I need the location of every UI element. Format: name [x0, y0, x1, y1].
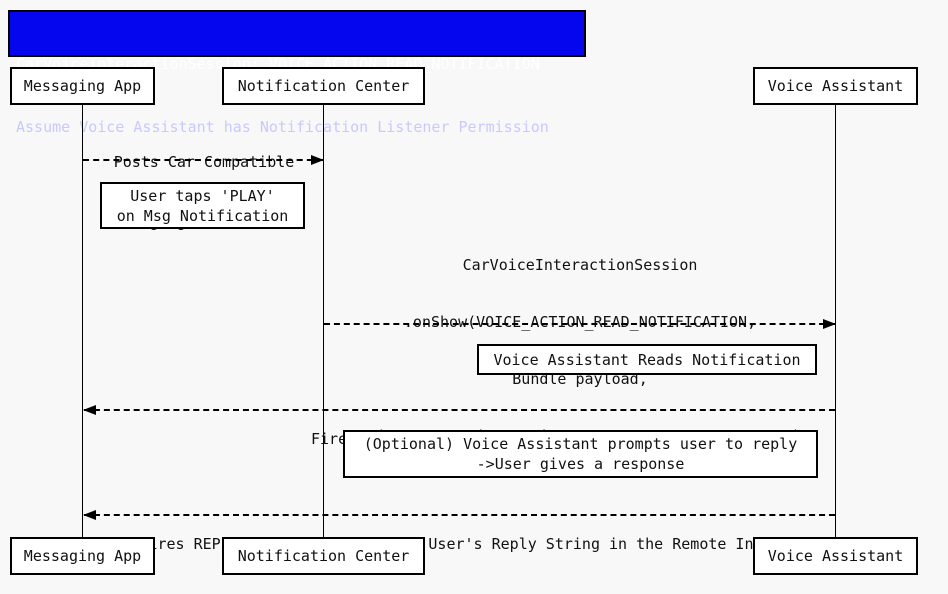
diagram-title-box: CarVoiceInteractionSession: VOICE_ACTION…	[8, 10, 586, 136]
actor-notification-center-top: Notification Center	[222, 67, 425, 105]
message-onshow-line	[324, 323, 835, 325]
message-reply-line	[84, 514, 835, 516]
lifeline-notification-center	[323, 105, 324, 537]
message-onshow-arrowhead-icon	[823, 319, 836, 329]
message-mark-as-read-arrowhead-icon	[83, 405, 96, 415]
actor-voice-assistant-bottom: Voice Assistant	[753, 537, 918, 575]
actor-voice-assistant-top: Voice Assistant	[753, 67, 918, 105]
actor-notification-center-bottom: Notification Center	[222, 537, 425, 575]
note-reads-notification: Voice Assistant Reads Notification	[477, 344, 817, 375]
actor-messaging-app-top: Messaging App	[10, 67, 155, 105]
message-mark-as-read-line	[84, 409, 835, 411]
message-post-notification-arrowhead-icon	[311, 155, 324, 165]
note-optional-prompt: (Optional) Voice Assistant prompts user …	[343, 430, 818, 478]
message-post-notification-line	[83, 159, 323, 161]
diagram-title-line2: Assume Voice Assistant has Notification …	[16, 118, 549, 136]
note-user-taps-play: User taps 'PLAY' on Msg Notification	[100, 182, 305, 229]
actor-messaging-app-bottom: Messaging App	[10, 537, 155, 575]
lifeline-messaging-app	[82, 105, 83, 537]
message-reply-arrowhead-icon	[83, 510, 96, 520]
